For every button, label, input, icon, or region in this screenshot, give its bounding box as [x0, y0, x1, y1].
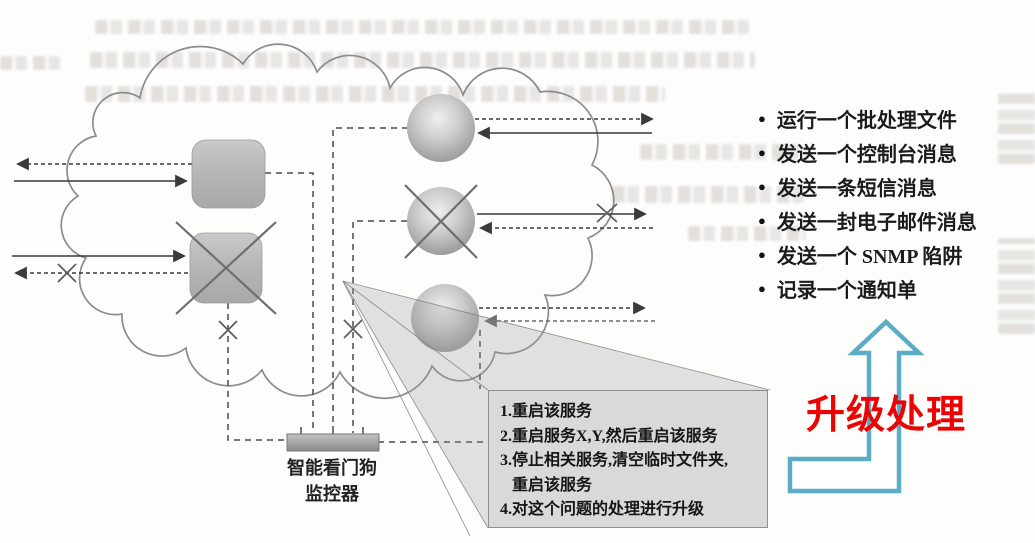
list-item: ● 发送一个控制台消息: [758, 135, 977, 169]
bleed-through-text: [688, 226, 806, 241]
list-item-label: 发送一个 SNMP 陷阱: [776, 245, 963, 268]
watchdog-monitor-device: [286, 426, 380, 452]
escalation-label: 升级处理: [806, 394, 967, 437]
bleed-through-text: [640, 144, 808, 160]
watchdog-label-line1: 智能看门狗: [287, 458, 377, 478]
bullet-icon: ●: [758, 178, 766, 194]
connector-sphere1-watchdog: [332, 127, 408, 433]
action-line: 2.重启服务X,Y,然后重启该服务: [500, 427, 718, 445]
bullet-icon: ●: [758, 280, 766, 296]
bleed-through-text: [998, 92, 1035, 164]
watchdog-monitor-label: 智能看门狗 监控器: [272, 455, 392, 507]
notification-actions-list: ● 运行一个批处理文件 ● 发送一个控制台消息 ● 发送一条短信消息 ● 发送一封电子邮…: [758, 101, 977, 305]
service-node-sphere-3: [411, 284, 479, 352]
bleed-through-text: [95, 20, 750, 34]
watchdog-label-line2: 监控器: [305, 484, 359, 504]
action-list-box: 1.重启该服务 2.重启服务X,Y,然后重启该服务 3.停止相关服务,清空临时文…: [488, 390, 768, 528]
x-mark-right-flow: [596, 203, 618, 223]
bullet-icon: ●: [758, 246, 766, 262]
bleed-through-text: [85, 86, 665, 102]
bleed-through-text: [0, 56, 60, 70]
x-mark-connector-mid: [343, 319, 363, 339]
action-line: 1.重启该服务: [500, 403, 593, 420]
list-item: ● 运行一个批处理文件: [758, 101, 977, 135]
list-item-label: 记录一个通知单: [776, 279, 917, 302]
list-item-label: 运行一个批处理文件: [776, 109, 957, 132]
bullet-icon: ●: [758, 144, 766, 160]
list-item-label: 发送一条短信消息: [776, 177, 937, 200]
connector-square2-watchdog: [227, 303, 288, 441]
list-item-label: 发送一个控制台消息: [776, 143, 957, 166]
action-line: 4.对这个问题的处理进行升级: [500, 501, 705, 518]
bullet-icon: ●: [758, 212, 766, 228]
server-node-square-healthy: [191, 139, 266, 209]
list-item: ● 发送一封电子邮件消息: [758, 203, 977, 237]
action-line: 3.停止相关服务,清空临时文件夹,: [500, 452, 729, 469]
cloud-outline: [60, 43, 615, 400]
list-item-label: 发送一封电子邮件消息: [776, 211, 977, 234]
bleed-through-text: [612, 186, 808, 203]
action-line: 重启该服务: [512, 476, 593, 494]
x-mark-connector-left: [218, 320, 238, 340]
x-mark-sphere-failed: [404, 184, 478, 259]
bleed-through-text: [998, 238, 1035, 334]
service-node-sphere-1: [407, 94, 475, 162]
list-item: ● 发送一个 SNMP 陷阱: [758, 237, 977, 271]
escalation-arrow: [787, 318, 925, 494]
list-item: ● 发送一条短信消息: [758, 169, 977, 203]
bullet-icon: ●: [758, 110, 766, 126]
connector-square1-watchdog: [265, 172, 314, 433]
x-mark-left-flow: [57, 263, 77, 283]
projection-fan: [342, 280, 771, 537]
x-mark-square-failed: [175, 221, 277, 315]
bleed-through-text: [90, 52, 755, 68]
list-item: ● 记录一个通知单: [758, 271, 977, 305]
